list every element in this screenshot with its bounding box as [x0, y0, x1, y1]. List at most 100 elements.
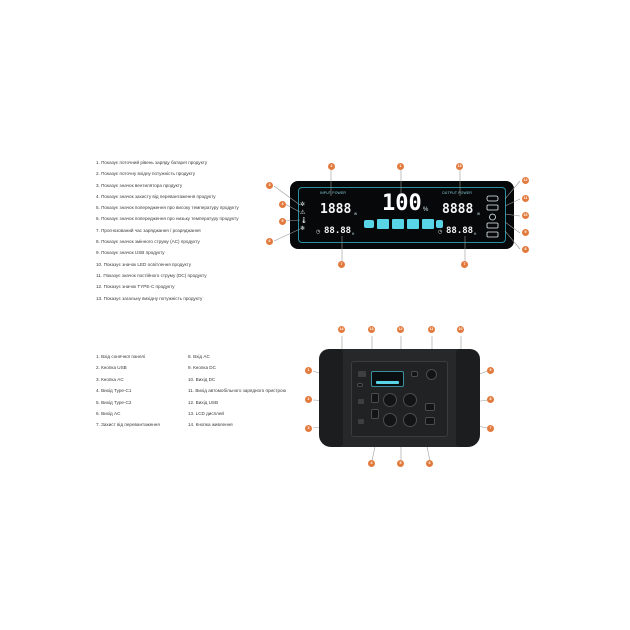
callout-badge: 7	[487, 425, 494, 432]
panel-legend-item: 4. Вихід Type-C1	[96, 388, 132, 394]
usb-output-port	[371, 393, 379, 403]
panel-legend-item: 10. Вихід DC	[188, 376, 216, 382]
lcd-legend-item: 8. Показує значок змінного струму (AC) п…	[96, 239, 200, 245]
panel-legend-item: 2. Кнопка USB	[96, 365, 127, 371]
usb-button	[358, 399, 364, 404]
lcd-display-diagram: INPUT POWER OUTPUT POWER 1888 W 8888 W 1…	[290, 181, 514, 249]
callout-badge: 10	[457, 326, 464, 333]
dc-output-port	[411, 371, 418, 377]
lcd-legend-item: 5. Показує значок попередження про висок…	[96, 205, 239, 211]
high-temperature-icon: 🌡	[300, 218, 308, 224]
lcd-frame	[298, 187, 506, 243]
panel-legend-item: 9. Кнопка DC	[188, 365, 216, 371]
callout-badge: 1	[305, 367, 312, 374]
time-right-unit: H	[474, 232, 477, 236]
battery-bar-segment	[392, 219, 404, 229]
time-right-value: 88.88	[446, 226, 474, 236]
callout-badge: 11	[428, 326, 435, 333]
usb-icon	[486, 222, 499, 229]
lcd-legend-item: 13. Показує загальну вихідну потужність …	[96, 295, 203, 301]
right-handle	[456, 349, 480, 447]
callout-badge: 14	[338, 326, 345, 333]
overload-warning-icon: ⚠	[300, 210, 306, 216]
callout-badge: 7	[461, 261, 468, 268]
input-power-value: 1888	[320, 202, 352, 217]
callout-badge: 3	[266, 182, 273, 189]
callout-badge: 11	[522, 195, 529, 202]
battery-percent-sign: %	[423, 207, 429, 213]
callout-badge: 5	[397, 460, 404, 467]
ac-input-port	[425, 417, 435, 425]
callout-badge: 2	[328, 163, 335, 170]
output-power-label: OUTPUT POWER	[442, 191, 473, 195]
callout-badge: 13	[368, 326, 375, 333]
type-c-icon	[486, 195, 499, 202]
battery-bar-segment	[377, 219, 389, 229]
port-status-icons	[486, 195, 499, 238]
lcd-legend-item: 6. Показує значок попередження про низьк…	[96, 216, 239, 222]
panel-legend-item: 3. Кнопка AC	[96, 376, 124, 382]
panel-legend-item: 7. Захист від перевантаження	[96, 422, 160, 428]
battery-percent-value: 100	[382, 191, 422, 216]
panel-legend-right: 8. Вхід AC 9. Кнопка DC 10. Вихід DC 11.…	[188, 351, 286, 431]
low-temperature-icon: ❄	[300, 226, 306, 232]
battery-level-bars	[364, 219, 443, 229]
input-power-label: INPUT POWER	[320, 191, 347, 195]
dc-icon	[486, 204, 499, 211]
lcd-legend-item: 11. Показує значок постійного струму (DC…	[96, 272, 207, 278]
ac-output-socket	[403, 393, 417, 407]
clock-icon: ◷	[438, 229, 443, 235]
panel-legend-item: 14. Кнопка живлення	[188, 422, 233, 428]
callout-badge: 2	[305, 396, 312, 403]
solar-input-port	[357, 383, 363, 387]
lcd-legend-item: 4. Показує значок захисту від перевантаж…	[96, 193, 216, 199]
lcd-legend-item: 7. Прогнозований час заряджання / розряд…	[96, 227, 201, 233]
callout-badge: 1	[397, 163, 404, 170]
callout-badge: 13	[456, 163, 463, 170]
clock-icon: ◷	[316, 229, 321, 235]
callout-badge: 6	[266, 238, 273, 245]
callout-badge: 9	[522, 229, 529, 236]
battery-bar-segment	[364, 220, 374, 228]
car-charger-port	[426, 369, 437, 380]
callout-badge: 4	[279, 201, 286, 208]
input-watt-unit: W	[354, 212, 358, 216]
callout-badge: 12	[522, 177, 529, 184]
type-c-output-port	[371, 409, 379, 419]
callout-badge: 4	[368, 460, 375, 467]
lcd-legend-item: 2. Показує поточну вхідну потужність про…	[96, 171, 196, 177]
panel-legend-item: 13. LCD дисплей	[188, 411, 224, 417]
panel-legend-item: 1. Вхід сонячної панелі	[96, 354, 146, 359]
output-watt-unit: W	[477, 212, 481, 216]
ac-output-socket	[403, 413, 417, 427]
output-power-value: 8888	[442, 202, 474, 217]
panel-legend-item: 8. Вхід AC	[188, 354, 210, 359]
lcd-legend-item: 3. Показує значок вентилятора продукту	[96, 182, 183, 188]
ac-output-socket	[383, 413, 397, 427]
power-station-front-panel	[319, 349, 480, 447]
panel-legend-item: 5. Вихід Type-C2	[96, 399, 132, 405]
lcd-legend-item: 10. Показує значок LED освітлення продук…	[96, 261, 192, 267]
battery-bar-segment	[407, 219, 419, 229]
callout-badge: 5	[279, 218, 286, 225]
led-light-icon	[489, 213, 496, 221]
callout-badge: 12	[397, 326, 404, 333]
callout-badge: 6	[426, 460, 433, 467]
ac-output-socket	[383, 393, 397, 407]
lcd-screen	[371, 371, 404, 387]
callout-badge: 10	[522, 212, 529, 219]
lcd-legend: 1. Показує поточний рівень заряду батаре…	[96, 157, 266, 304]
callout-badge: 8	[522, 246, 529, 253]
power-button	[358, 371, 366, 377]
left-handle	[319, 349, 343, 447]
lcd-legend-item: 1. Показує поточний рівень заряду батаре…	[96, 160, 208, 165]
battery-bar-segment	[422, 219, 434, 229]
callout-badge: 8	[487, 396, 494, 403]
panel-legend-item: 6. Вихід AC	[96, 411, 121, 417]
time-left-unit: H	[352, 232, 355, 236]
fan-icon: ✲	[300, 202, 306, 208]
battery-bar-segment	[436, 220, 443, 228]
dc-button	[425, 403, 435, 411]
lcd-legend-item: 9. Показує значок USB продукту	[96, 250, 165, 256]
